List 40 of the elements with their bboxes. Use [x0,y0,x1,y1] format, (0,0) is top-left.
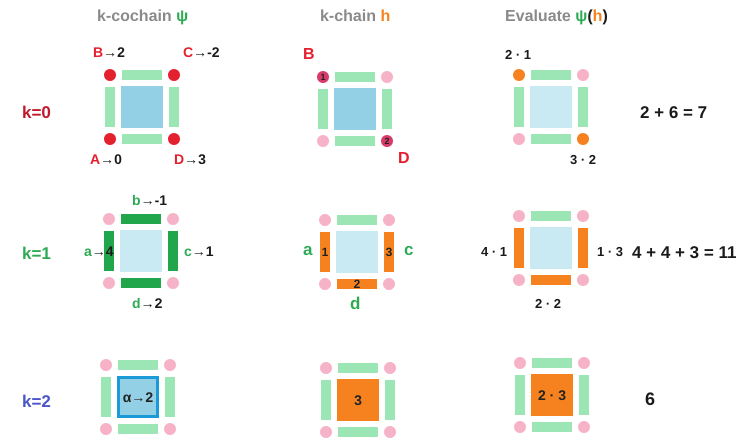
product-label: 2 · 1 [505,48,532,62]
value-label: D→3 [174,152,206,168]
product-label: 4 · 1 [481,245,508,260]
sum-label: 4 + 4 + 3 = 11 [632,244,736,263]
row-label: k=0 [22,104,51,123]
edge-name: c [404,241,414,260]
sum-label: 6 [645,390,656,410]
edge-name: a [303,241,312,260]
value-label: B→2 [93,45,125,60]
value-label: d→2 [132,296,162,312]
face-square: 2 · 3 [531,374,573,416]
value-label: A→0 [90,152,122,168]
value-label: C→-2 [183,45,220,60]
product-label: 3 · 2 [570,153,596,168]
vertex-label: D [398,150,410,168]
edge-bar: 2 [337,279,377,289]
edge-bar [578,228,588,268]
vertex-dot [513,69,525,81]
vertex-dot: 1 [317,71,329,83]
column-heading: Evaluate ψ(h) [505,8,608,26]
face-square: α→2 [117,376,159,418]
sum-label: 2 + 6 = 7 [640,104,708,123]
value-label: a→4 [84,244,114,260]
vertex-dot: 2 [381,135,393,147]
vertex-label: B [303,46,315,64]
column-heading: k-cochain ψ [97,8,188,26]
edge-bar [531,275,571,285]
face-square: 3 [337,379,379,421]
row-label: k=2 [22,393,51,412]
column-heading: k-chain h [320,8,390,26]
row-label: k=1 [22,245,51,264]
product-label: 2 · 2 [535,297,562,312]
edge-name: d [350,295,360,314]
edge-bar: 1 [320,232,330,272]
value-label: c→1 [184,244,214,260]
product-label: 1 · 3 [597,245,624,260]
vertex-dot [577,133,589,145]
edge-bar: 3 [384,232,394,272]
value-label: b→-1 [132,193,168,208]
edge-bar [514,228,524,268]
